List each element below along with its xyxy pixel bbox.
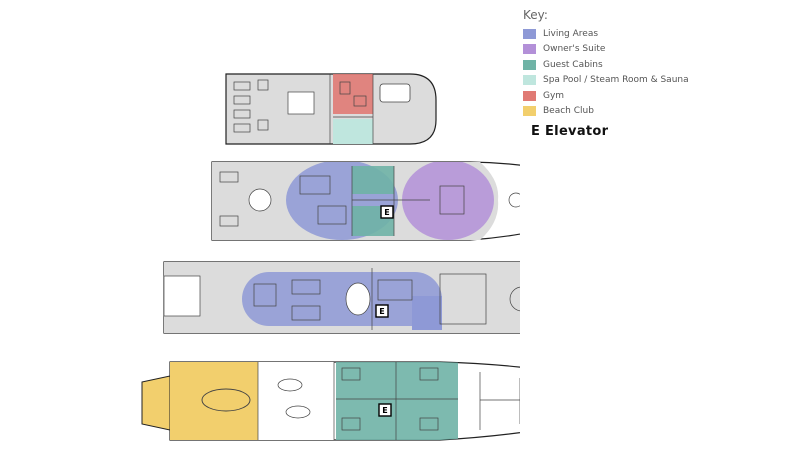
legend-item: Spa Pool / Steam Room & Sauna bbox=[523, 73, 793, 89]
legend-label: Beach Club bbox=[543, 106, 594, 117]
lower-deck: E bbox=[141, 361, 520, 441]
main-owners-area bbox=[412, 296, 442, 330]
sun-deck-furniture bbox=[233, 74, 374, 144]
legend-swatch bbox=[523, 90, 536, 101]
yacht-deck-plans: E E bbox=[141, 73, 520, 441]
legend-title: Key: bbox=[523, 8, 548, 22]
legend-label: Gym bbox=[543, 90, 565, 101]
legend-label: Spa Pool / Steam Room & Sauna bbox=[543, 75, 689, 86]
elevator-legend: E Elevator bbox=[531, 124, 609, 139]
lower-guest-cabins bbox=[336, 362, 458, 440]
legend-swatch bbox=[523, 28, 536, 39]
owners-suite-area bbox=[402, 162, 494, 240]
legend-item: Living Areas bbox=[523, 26, 793, 42]
legend-item: Owner's Suite bbox=[523, 42, 793, 58]
main-deck-furniture bbox=[163, 268, 520, 330]
legend-label: Living Areas bbox=[543, 28, 599, 39]
spa-area bbox=[333, 119, 373, 144]
gym-area bbox=[333, 74, 373, 114]
legend-swatch bbox=[523, 106, 536, 117]
svg-text:E: E bbox=[379, 307, 384, 316]
legend-swatch bbox=[523, 75, 536, 86]
legend-item: Beach Club bbox=[523, 104, 793, 120]
legend-item: Gym bbox=[523, 88, 793, 104]
elevator-marker-main: E bbox=[375, 304, 389, 318]
sun-deck bbox=[225, 73, 437, 145]
svg-text:E: E bbox=[382, 406, 387, 415]
elevator-marker-lower: E bbox=[378, 403, 392, 417]
legend-label: Owner's Suite bbox=[543, 44, 606, 55]
elevator-marker-upper: E bbox=[380, 205, 394, 219]
upper-deck-furniture bbox=[219, 166, 520, 236]
upper-guest-cabin-1 bbox=[352, 166, 394, 194]
legend-swatch bbox=[523, 59, 536, 70]
legend-item: Guest Cabins bbox=[523, 57, 793, 73]
beach-club-area bbox=[170, 362, 258, 440]
spa-pool bbox=[379, 83, 411, 103]
svg-text:E: E bbox=[384, 208, 389, 217]
main-deck: E bbox=[163, 261, 520, 334]
legend-swatch bbox=[523, 44, 536, 55]
upper-deck: E bbox=[211, 161, 520, 241]
lower-deck-furniture bbox=[201, 362, 520, 440]
legend-label: Guest Cabins bbox=[543, 59, 603, 70]
crew-area bbox=[258, 362, 334, 440]
